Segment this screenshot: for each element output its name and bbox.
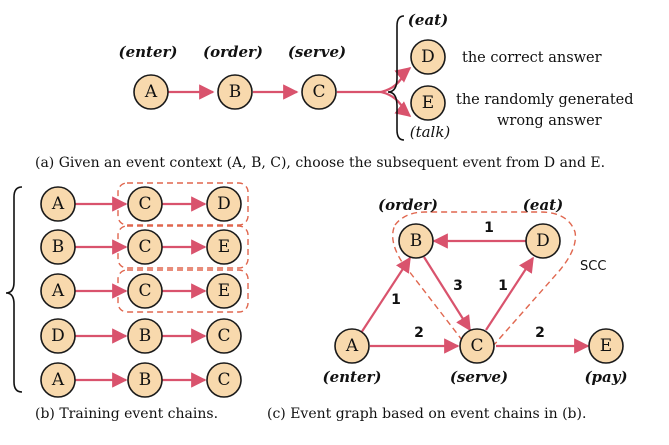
graph-node-e: E xyxy=(588,328,624,364)
svg-text:C: C xyxy=(217,326,230,346)
chain-node: D xyxy=(206,186,242,222)
label-eat: (eat) xyxy=(408,11,448,29)
svg-text:B: B xyxy=(139,370,152,390)
weight-d-b: 1 xyxy=(484,220,494,236)
edge-b-c xyxy=(423,256,471,332)
label-order: (order) xyxy=(203,43,263,61)
chain-node: B xyxy=(127,362,163,398)
svg-text:A: A xyxy=(51,281,65,301)
svg-text:C: C xyxy=(470,336,483,356)
node-a: A xyxy=(133,74,169,110)
svg-text:D: D xyxy=(421,47,435,67)
svg-text:E: E xyxy=(600,336,612,356)
chain-node: B xyxy=(127,318,163,354)
svg-text:B: B xyxy=(139,326,152,346)
chain-node: C xyxy=(127,229,163,265)
svg-text:A: A xyxy=(51,370,65,390)
correct-answer-text: the correct answer xyxy=(462,50,602,66)
part-a: (enter) (order) (serve) A B C (eat) D E xyxy=(35,11,634,171)
svg-text:B: B xyxy=(229,82,242,102)
caption-c: (c) Event graph based on event chains in… xyxy=(267,406,586,422)
svg-text:B: B xyxy=(52,237,65,257)
svg-text:E: E xyxy=(218,281,230,301)
label-talk: (talk) xyxy=(410,123,451,141)
chain-node: B xyxy=(40,229,76,265)
chain-node: E xyxy=(206,229,242,265)
label-enter: (enter) xyxy=(118,43,177,61)
chain-node: C xyxy=(206,318,242,354)
node-d: D xyxy=(410,39,446,75)
chain-node: C xyxy=(206,362,242,398)
svg-text:C: C xyxy=(138,194,151,214)
chain-node: D xyxy=(40,318,76,354)
chain-node: A xyxy=(40,362,76,398)
node-b: B xyxy=(217,74,253,110)
svg-text:C: C xyxy=(217,370,230,390)
chain-node: E xyxy=(206,273,242,309)
caption-a: (a) Given an event context (A, B, C), ch… xyxy=(35,155,605,171)
weight-c-d: 1 xyxy=(498,278,508,294)
graph-label-pay: (pay) xyxy=(584,368,627,386)
graph-node-d: D xyxy=(525,223,561,259)
chain-node: A xyxy=(40,186,76,222)
wrong-answer-text-1: the randomly generated xyxy=(456,92,634,108)
weight-a-c: 2 xyxy=(414,325,424,341)
label-serve: (serve) xyxy=(288,43,346,61)
svg-text:B: B xyxy=(410,231,423,251)
part-c: SCC 1 3 1 1 2 2 A B C D xyxy=(267,196,628,422)
graph-label-serve: (serve) xyxy=(450,368,508,386)
svg-text:D: D xyxy=(536,231,550,251)
chain-row: A B C xyxy=(40,362,242,398)
graph-label-order: (order) xyxy=(378,196,438,214)
caption-b: (b) Training event chains. xyxy=(35,406,218,422)
weight-a-b: 1 xyxy=(391,292,401,308)
edge-a-b xyxy=(360,256,411,334)
svg-text:C: C xyxy=(312,82,325,102)
svg-text:A: A xyxy=(51,194,65,214)
graph-node-c: C xyxy=(459,328,495,364)
svg-text:A: A xyxy=(345,336,359,356)
svg-text:E: E xyxy=(422,93,434,113)
graph-label-enter: (enter) xyxy=(322,368,381,386)
svg-text:C: C xyxy=(138,237,151,257)
svg-text:E: E xyxy=(218,237,230,257)
graph-node-b: B xyxy=(398,223,434,259)
svg-text:D: D xyxy=(51,326,65,346)
chain-node: C xyxy=(127,186,163,222)
choice-brace xyxy=(387,15,405,141)
node-c: C xyxy=(301,74,337,110)
weight-c-e: 2 xyxy=(535,325,545,341)
node-e: E xyxy=(410,85,446,121)
chain-node: C xyxy=(127,273,163,309)
chains-brace xyxy=(5,186,23,393)
chain-node: A xyxy=(40,273,76,309)
edge-c-d xyxy=(485,256,534,331)
scc-label: SCC xyxy=(580,259,606,274)
wrong-answer-text-2: wrong answer xyxy=(497,113,602,129)
weight-b-c: 3 xyxy=(453,278,463,294)
part-b: A C D B C E A C E D B C A B C (b) Training event chain… xyxy=(5,182,249,422)
svg-text:A: A xyxy=(144,82,158,102)
graph-node-a: A xyxy=(334,328,370,364)
graph-label-eat: (eat) xyxy=(523,196,563,214)
svg-text:D: D xyxy=(217,194,231,214)
svg-text:C: C xyxy=(138,281,151,301)
